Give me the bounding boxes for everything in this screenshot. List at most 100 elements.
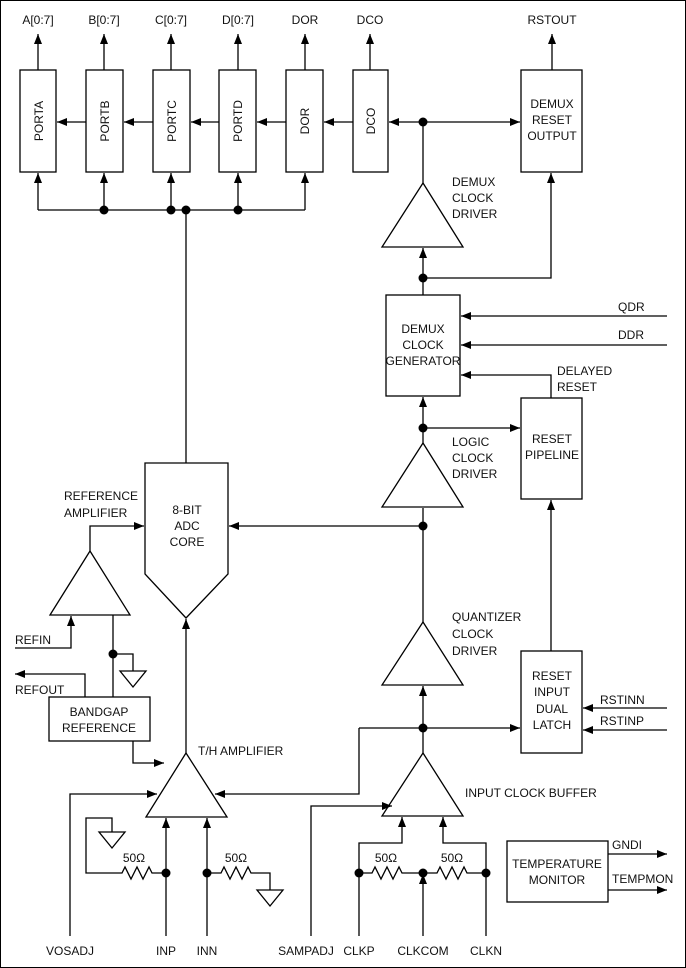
port-a-label: PORTA — [32, 101, 46, 141]
svg-text:PIPELINE: PIPELINE — [525, 448, 579, 462]
svg-text:OUTPUT: OUTPUT — [527, 129, 577, 143]
quantizer-clock-driver: QUANTIZER CLOCK DRIVER — [359, 600, 522, 753]
svg-text:DEMUX: DEMUX — [530, 97, 573, 111]
output-label-dco: DCO — [357, 13, 384, 27]
tempmon-output: TEMPMON — [608, 872, 673, 894]
delayed-reset-signal: DELAYED RESET — [461, 364, 612, 398]
svg-text:DEMUX: DEMUX — [401, 322, 444, 336]
reset-pipeline-block: RESET PIPELINE — [520, 397, 583, 500]
refout-output: REFOUT — [15, 670, 86, 697]
svg-text:REFERENCE: REFERENCE — [62, 721, 136, 735]
svg-text:AMPLIFIER: AMPLIFIER — [64, 506, 128, 520]
bandgap-to-th-amp — [132, 741, 164, 767]
port-a-block: PORTA — [19, 69, 57, 173]
output-label-d: D[0:7] — [222, 13, 254, 27]
svg-text:QUANTIZER: QUANTIZER — [452, 610, 522, 624]
svg-text:TEMPMON: TEMPMON — [612, 872, 673, 886]
pin-label-clkp: CLKP — [343, 944, 374, 958]
clock-input-network: 50Ω 50Ω — [354, 817, 491, 936]
svg-text:T/H AMPLIFIER: T/H AMPLIFIER — [198, 744, 284, 758]
logic-clock-driver: LOGIC CLOCK DRIVER — [380, 397, 520, 508]
svg-text:CLOCK: CLOCK — [402, 338, 443, 352]
svg-text:50Ω: 50Ω — [123, 851, 145, 865]
svg-text:DDR: DDR — [618, 328, 644, 342]
gndi-output: GNDI — [608, 838, 667, 858]
svg-text:RESET: RESET — [532, 669, 573, 683]
svg-text:DEMUX: DEMUX — [452, 175, 495, 189]
svg-text:INPUT CLOCK BUFFER: INPUT CLOCK BUFFER — [465, 786, 597, 800]
dco-block: DCO — [352, 69, 389, 173]
svg-text:50Ω: 50Ω — [225, 851, 247, 865]
output-label-dor: DOR — [292, 13, 319, 27]
vosadj-line — [69, 790, 157, 936]
ddr-input: DDR — [461, 328, 667, 349]
port-c-block: PORTC — [152, 69, 191, 173]
svg-text:50Ω: 50Ω — [375, 851, 397, 865]
svg-text:CLOCK: CLOCK — [452, 451, 493, 465]
refin-input: REFIN — [15, 616, 75, 649]
port-c-label: PORTC — [165, 100, 179, 142]
pin-label-inn: INN — [197, 944, 218, 958]
th-amplifier: T/H AMPLIFIER — [144, 619, 284, 818]
reference-amplifier: REFERENCE AMPLIFIER — [48, 489, 144, 616]
svg-text:REFOUT: REFOUT — [15, 683, 65, 697]
svg-text:DUAL: DUAL — [536, 702, 568, 716]
port-b-block: PORTB — [85, 69, 124, 173]
pin-label-inp: INP — [156, 944, 176, 958]
demux-clock-generator-block: DEMUX CLOCK GENERATOR — [385, 294, 461, 397]
clock-to-adc-core — [229, 508, 428, 600]
pin-label-sampadj: SAMPADJ — [278, 944, 334, 958]
inn-input: 50Ω — [202, 818, 285, 936]
output-label-rstout: RSTOUT — [527, 13, 577, 27]
svg-text:8-BIT: 8-BIT — [172, 503, 202, 517]
svg-text:50Ω: 50Ω — [441, 851, 463, 865]
svg-text:LATCH: LATCH — [533, 718, 571, 732]
port-chain-arrows — [57, 117, 520, 127]
input-clock-buffer: INPUT CLOCK BUFFER — [380, 751, 597, 817]
output-label-c: C[0:7] — [155, 13, 187, 27]
dor-block: DOR — [285, 69, 324, 173]
svg-text:REFIN: REFIN — [15, 633, 51, 647]
output-label-a: A[0:7] — [22, 13, 53, 27]
temperature-monitor-block: TEMPERATURE MONITOR — [506, 840, 609, 903]
port-d-block: PORTD — [218, 69, 257, 173]
svg-text:DRIVER: DRIVER — [452, 644, 498, 658]
svg-text:REFERENCE: REFERENCE — [64, 489, 138, 503]
svg-text:ADC: ADC — [174, 519, 200, 533]
pin-label-clkn: CLKN — [470, 944, 502, 958]
svg-text:CLOCK: CLOCK — [452, 191, 493, 205]
port-d-label: PORTD — [231, 100, 245, 142]
svg-text:RESET: RESET — [532, 113, 573, 127]
demux-reset-output-block: DEMUX RESET OUTPUT — [520, 69, 583, 173]
svg-text:RSTINP: RSTINP — [600, 714, 644, 728]
svg-text:GNDI: GNDI — [612, 838, 642, 852]
rstinn-input: RSTINN — [583, 693, 667, 712]
data-bus — [34, 173, 309, 463]
svg-text:QDR: QDR — [618, 300, 645, 314]
svg-text:INPUT: INPUT — [534, 685, 571, 699]
rstinp-input: RSTINP — [583, 714, 667, 734]
svg-text:BANDGAP: BANDGAP — [70, 705, 129, 719]
pin-label-clkcom: CLKCOM — [397, 944, 448, 958]
qdr-input: QDR — [461, 300, 667, 320]
svg-text:DRIVER: DRIVER — [452, 207, 498, 221]
svg-text:RESET: RESET — [557, 380, 598, 394]
svg-text:RESET: RESET — [532, 432, 573, 446]
pin-label-vosadj: VOSADJ — [46, 944, 94, 958]
dco-block-label: DCO — [364, 108, 378, 135]
svg-text:LOGIC: LOGIC — [452, 435, 490, 449]
bandgap-reference-block: BANDGAP REFERENCE — [48, 696, 151, 742]
port-b-label: PORTB — [98, 100, 112, 141]
ground-ref — [108, 615, 148, 697]
svg-text:CORE: CORE — [170, 535, 205, 549]
output-arrows — [34, 34, 556, 70]
dor-block-label: DOR — [298, 107, 312, 134]
svg-text:DRIVER: DRIVER — [452, 467, 498, 481]
inp-input: 50Ω — [85, 817, 171, 936]
demux-clock-driver: DEMUX CLOCK DRIVER — [380, 122, 555, 295]
svg-text:TEMPERATURE: TEMPERATURE — [512, 857, 602, 871]
svg-text:DELAYED: DELAYED — [557, 364, 612, 378]
clock-to-th-amp — [215, 728, 360, 798]
svg-text:CLOCK: CLOCK — [452, 627, 493, 641]
